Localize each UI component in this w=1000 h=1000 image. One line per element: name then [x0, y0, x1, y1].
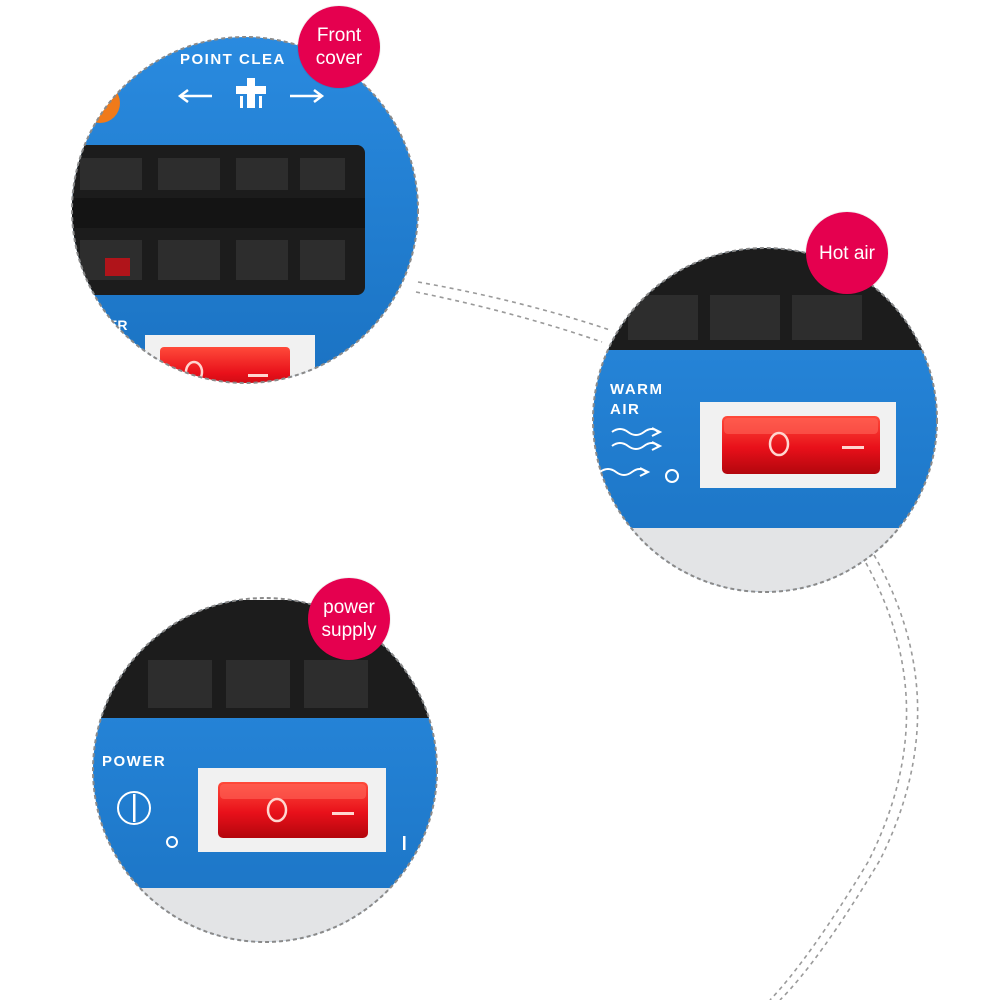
orange-knob	[80, 83, 120, 123]
clear-arrows-icon	[177, 89, 325, 103]
zoom-circle-hot-air: WARM AIR	[592, 247, 938, 593]
off-indicator-icon	[166, 836, 178, 848]
connector-lines	[415, 281, 919, 1000]
connector-line-top	[417, 281, 611, 331]
callout-power-supply-line2: supply	[321, 620, 377, 641]
zoom-circle-outline	[71, 36, 419, 384]
callout-power-supply-line1: power	[323, 597, 375, 618]
callout-hot-air: Hot air	[806, 212, 888, 294]
zoom-circle-power-supply: POWER	[92, 597, 438, 943]
warm-label: WARM	[610, 381, 664, 398]
callout-power-supply: power supply	[308, 578, 390, 660]
air-label: AIR	[610, 401, 640, 418]
power-symbol-icon	[117, 791, 151, 825]
connector-line-right-2	[769, 555, 908, 1000]
off-indicator-icon	[665, 469, 679, 483]
connector-line-right	[779, 547, 919, 1000]
point-clear-label: POINT CLEA	[180, 51, 286, 68]
warm-air-waves-icon	[599, 427, 663, 477]
partial-power-label: ER	[108, 317, 127, 333]
zoom-circle-outline	[92, 597, 438, 943]
zoom-circle-front-cover: POINT CLEA ER	[71, 36, 419, 384]
callout-front-cover-line2: cover	[315, 48, 363, 69]
callout-front-cover: Front cover	[298, 6, 380, 88]
brush-icon	[236, 78, 266, 108]
zoom-circle-outline	[592, 247, 938, 593]
on-indicator-icon	[403, 836, 406, 850]
callout-front-cover-line1: Front	[316, 25, 362, 46]
callout-hot-air-line1: Hot air	[819, 242, 875, 264]
connector-line-top-2	[415, 291, 603, 343]
power-rocker-switch	[160, 347, 290, 383]
power-label: POWER	[102, 753, 166, 770]
